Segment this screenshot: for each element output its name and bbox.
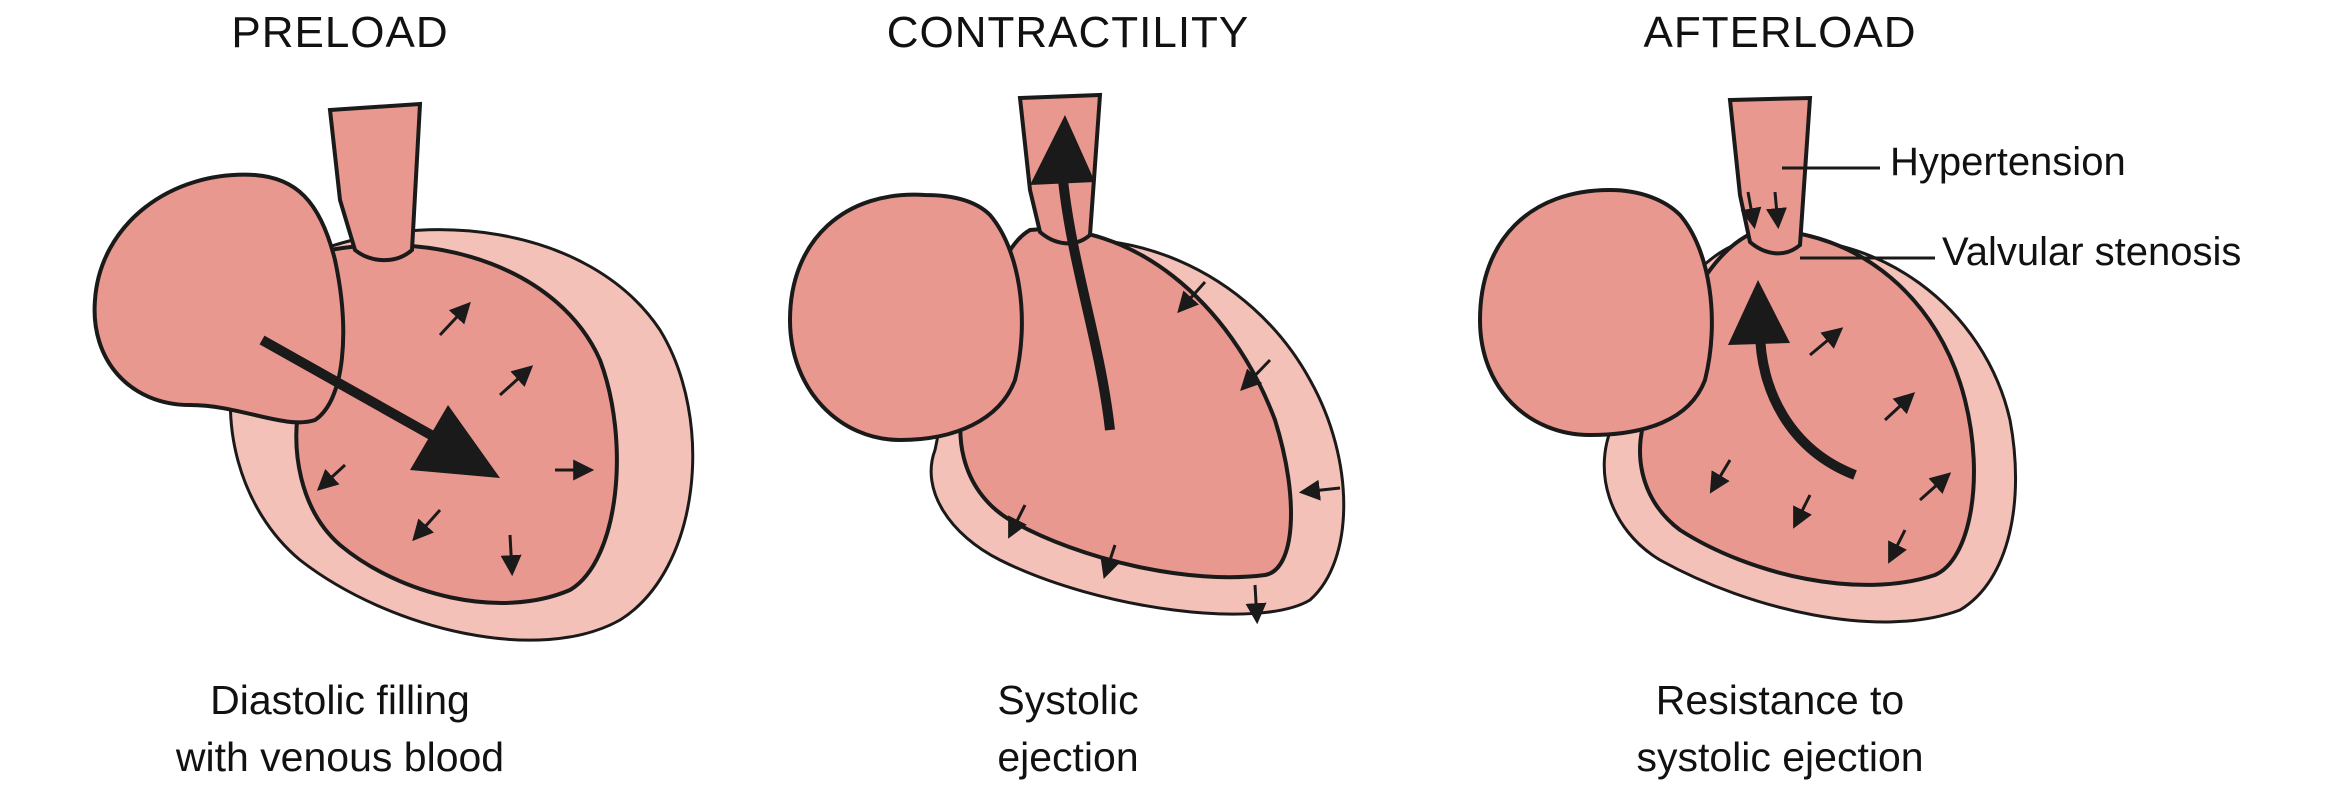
contractility-panel: CONTRACTILITY Systolic ejection	[858, 0, 1278, 799]
contractility-caption: Systolic ejection	[858, 672, 1278, 786]
preload-caption: Diastolic filling with venous blood	[100, 672, 580, 786]
afterload-panel: AFTERLOAD Resistance to systolic ejectio…	[1570, 0, 1990, 799]
valvular-stenosis-label: Valvular stenosis	[1942, 230, 2241, 275]
afterload-title: AFTERLOAD	[1570, 8, 1990, 58]
preload-title: PRELOAD	[100, 8, 580, 58]
hypertension-label: Hypertension	[1890, 140, 2126, 185]
preload-caption-line1: Diastolic filling	[100, 672, 580, 729]
contractility-title: CONTRACTILITY	[858, 8, 1278, 58]
afterload-caption: Resistance to systolic ejection	[1570, 672, 1990, 786]
contractility-caption-line1: Systolic	[858, 672, 1278, 729]
preload-panel: PRELOAD Diastolic filling with venous bl…	[100, 0, 580, 799]
afterload-caption-line1: Resistance to	[1570, 672, 1990, 729]
afterload-caption-line2: systolic ejection	[1570, 729, 1990, 786]
contractility-caption-line2: ejection	[858, 729, 1278, 786]
preload-caption-line2: with venous blood	[100, 729, 580, 786]
